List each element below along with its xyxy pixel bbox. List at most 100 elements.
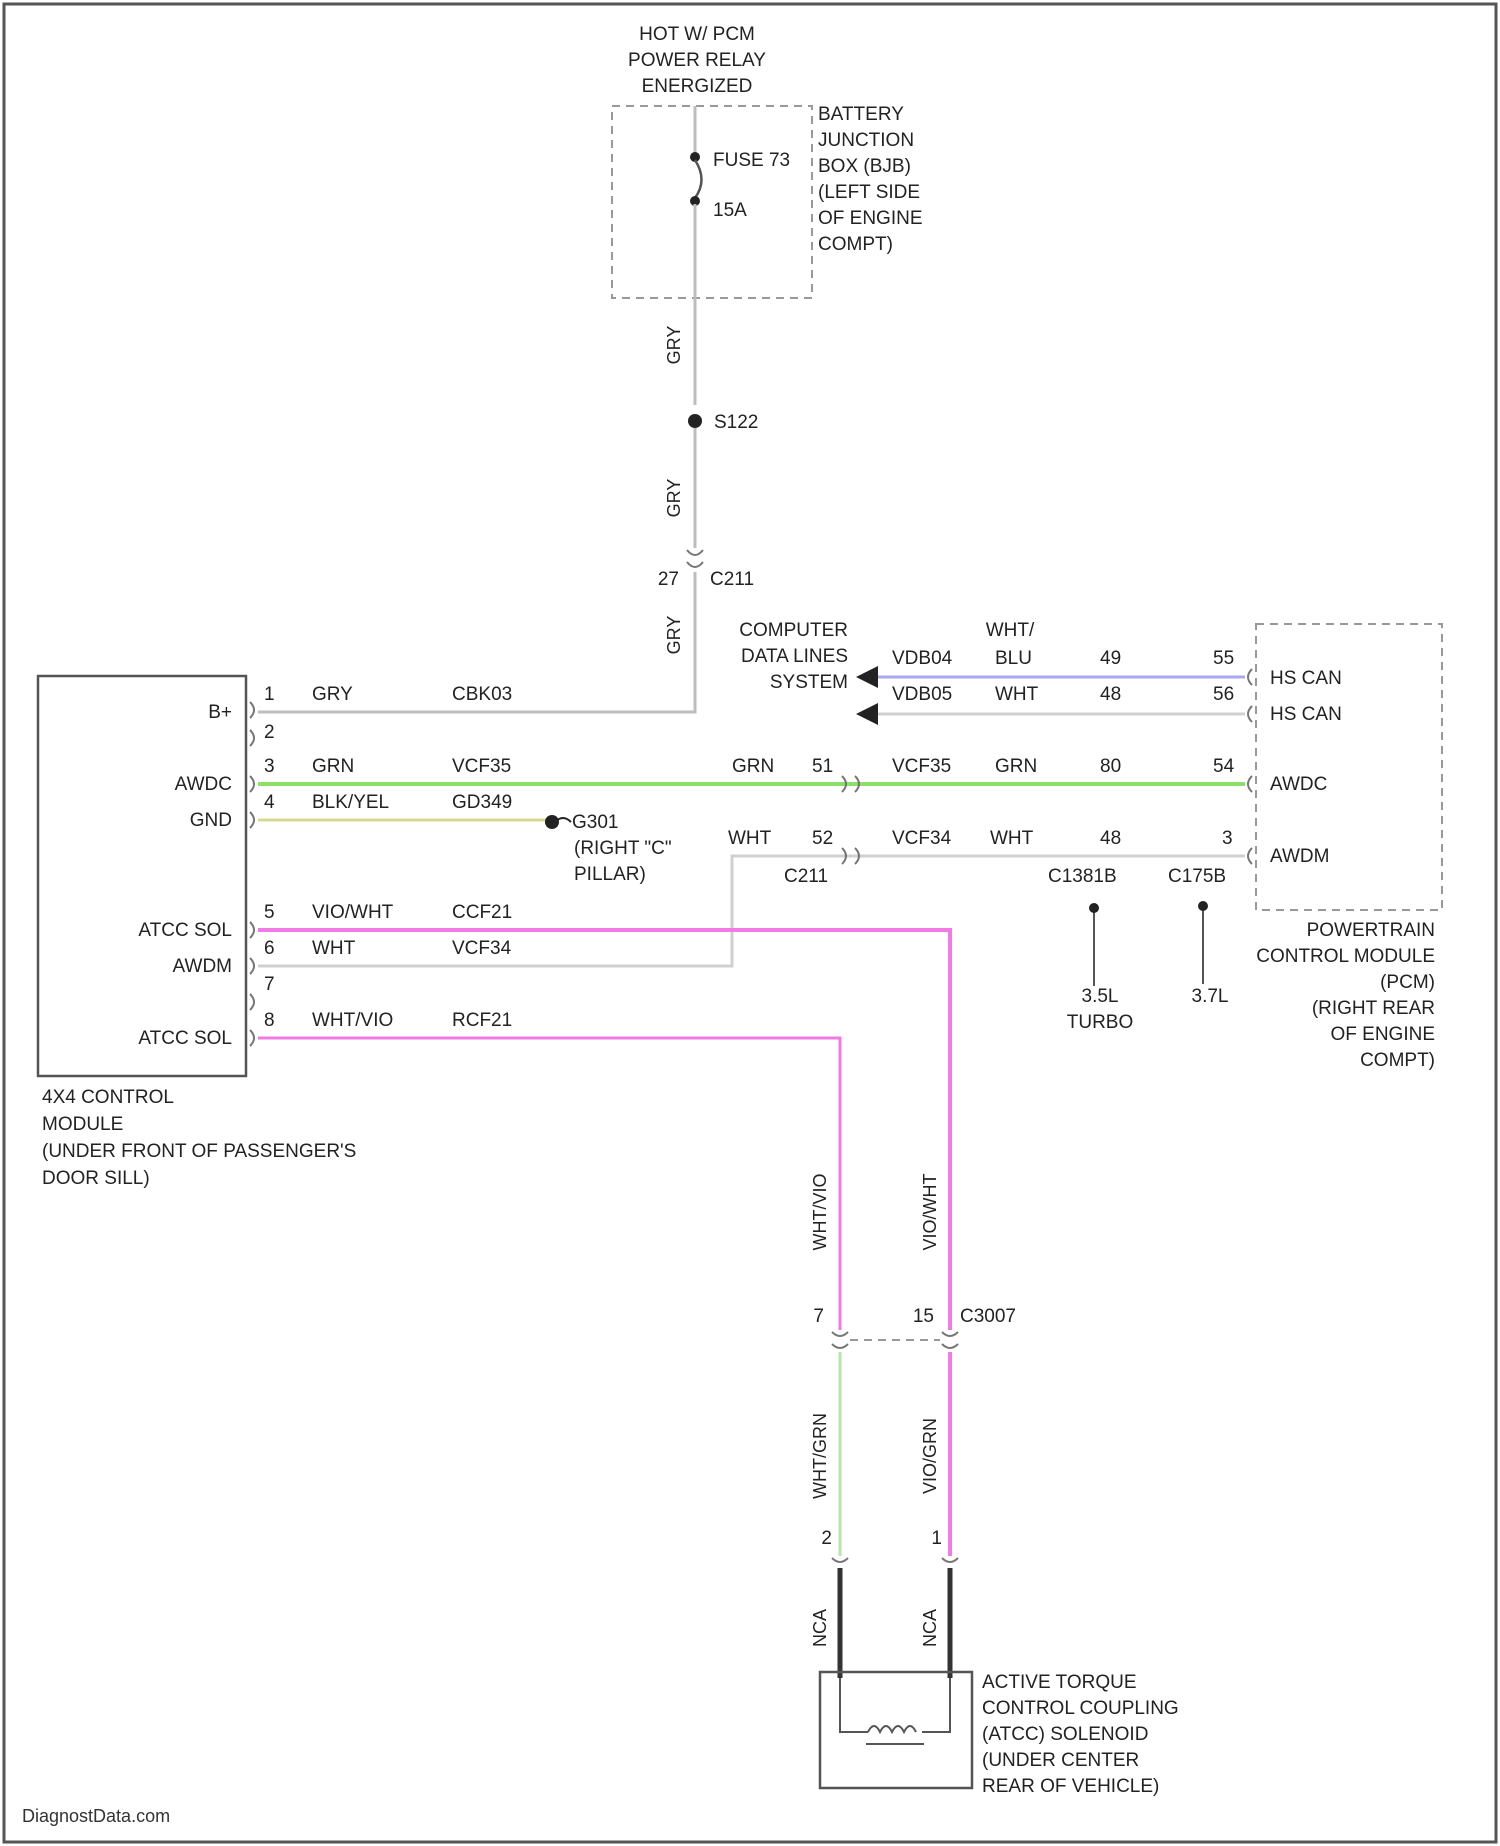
bjb-line-6: COMPT) xyxy=(818,234,893,255)
module-caption-line-2: MODULE xyxy=(42,1114,123,1135)
c211-top-name: C211 xyxy=(710,569,754,590)
data-lines-line-3: SYSTEM xyxy=(770,672,848,693)
atcc-right-terminal-icon xyxy=(942,1558,958,1562)
module-pin-6-color: WHT xyxy=(312,938,356,959)
wire-nca-left-label: NCA xyxy=(810,1609,830,1647)
module-pin-5-label: ATCC SOL xyxy=(138,920,232,941)
data-line-can-plus-arrow-icon xyxy=(856,666,878,688)
wire-color-vio-wht-vertical: VIO/WHT xyxy=(920,1174,940,1251)
power-source-line-3: ENERGIZED xyxy=(642,76,753,97)
c1381b-callout-dot xyxy=(1089,903,1099,913)
watermark: DiagnostData.com xyxy=(22,1806,170,1826)
ground-g301-line-1: (RIGHT "C" xyxy=(574,838,672,859)
atcc-left-terminal-icon xyxy=(832,1558,848,1562)
awdc-left-color: GRN xyxy=(732,756,774,777)
data-lines-line-1: COMPUTER xyxy=(739,620,848,641)
module-caption-line-4: DOOR SILL) xyxy=(42,1168,150,1189)
module-pin-4-circuit: GD349 xyxy=(452,792,512,813)
module-pin-3-label: AWDC xyxy=(175,774,232,795)
module-pin-8-color: WHT/VIO xyxy=(312,1010,393,1031)
data-lines-line-2: DATA LINES xyxy=(741,646,848,667)
module-pin-8-num: 8 xyxy=(264,1010,275,1031)
wire-color-wht-vio-vertical: WHT/VIO xyxy=(810,1174,830,1251)
pcm-caption-line-5: OF ENGINE xyxy=(1330,1024,1435,1045)
atcc-pin-left: 2 xyxy=(821,1528,832,1549)
awdc-circuit: VCF35 xyxy=(892,756,951,777)
module-pin-4-color: BLK/YEL xyxy=(312,792,389,813)
bjb-box xyxy=(612,106,812,298)
can-plus-color: BLU xyxy=(995,648,1032,669)
module-pin-6-num: 6 xyxy=(264,938,275,959)
c211-top-connector-icon xyxy=(687,550,703,567)
can-plus-pin-c1381b: 49 xyxy=(1100,648,1121,669)
awdm-pin-c1381b: 48 xyxy=(1100,828,1121,849)
c211-awdc-pin: 51 xyxy=(812,756,833,777)
bjb-line-1: BATTERY xyxy=(818,104,904,125)
pcm-caption-line-4: (RIGHT REAR xyxy=(1312,998,1435,1019)
module-pin-6-circuit: VCF34 xyxy=(452,938,512,959)
atcc-pin-right: 1 xyxy=(931,1528,942,1549)
module-pin-8-circuit: RCF21 xyxy=(452,1010,512,1031)
wire-color-wht-grn-vertical: WHT/GRN xyxy=(810,1413,830,1499)
fuse-icon xyxy=(695,160,702,198)
module-pin-8-label: ATCC SOL xyxy=(138,1028,232,1049)
wire-color-gry-3: GRY xyxy=(664,616,684,655)
atcc-caption-line-4: (UNDER CENTER xyxy=(982,1750,1139,1771)
connector-c175b-label: C175B xyxy=(1168,866,1226,887)
bjb-line-4: (LEFT SIDE xyxy=(818,182,920,203)
module-pin-1-color: GRY xyxy=(312,684,353,705)
bjb-line-5: OF ENGINE xyxy=(818,208,923,229)
atcc-coil-lead-left xyxy=(840,1678,868,1732)
awdc-pin-c1381b: 80 xyxy=(1100,756,1121,777)
module-pin-4-label: GND xyxy=(190,810,232,831)
atcc-caption-line-5: REAR OF VEHICLE) xyxy=(982,1776,1159,1797)
wire-pin5-vio-wht xyxy=(258,930,950,1330)
can-plus-color-top: WHT/ xyxy=(986,620,1035,641)
ground-g301-dot xyxy=(545,815,559,829)
splice-s122-dot xyxy=(688,414,702,428)
connector-c1381b-label: C1381B xyxy=(1048,866,1117,887)
module-pin-3-num: 3 xyxy=(264,756,275,777)
c1381b-note-line-1: 3.5L xyxy=(1082,986,1119,1007)
pcm-awdc-label: AWDC xyxy=(1270,774,1327,795)
wire-color-gry-1: GRY xyxy=(664,326,684,365)
can-minus-pin-c1381b: 48 xyxy=(1100,684,1121,705)
wire-color-gry-2: GRY xyxy=(664,479,684,518)
c1381b-note-line-2: TURBO xyxy=(1067,1012,1134,1033)
module-pin-terminals xyxy=(250,702,254,1046)
module-pin-5-circuit: CCF21 xyxy=(452,902,512,923)
solenoid-coil-icon xyxy=(868,1726,916,1732)
fuse-rating: 15A xyxy=(713,200,747,221)
c3007-pin-right: 15 xyxy=(913,1306,934,1327)
module-pin-5-color: VIO/WHT xyxy=(312,902,394,923)
pcm-box xyxy=(1256,624,1442,910)
pcm-pin-terminals xyxy=(1248,669,1252,864)
module-pin-3-circuit: VCF35 xyxy=(452,756,511,777)
c211-mid-name: C211 xyxy=(784,866,828,887)
pcm-caption-line-3: (PCM) xyxy=(1380,972,1435,993)
can-minus-circuit: VDB05 xyxy=(892,684,952,705)
bjb-line-3: BOX (BJB) xyxy=(818,156,911,177)
atcc-coil-lead-right xyxy=(922,1678,950,1732)
ground-g301-name: G301 xyxy=(572,812,618,833)
splice-s122-label: S122 xyxy=(714,412,758,433)
can-minus-pin-c175b: 56 xyxy=(1213,684,1234,705)
c3007-name: C3007 xyxy=(960,1306,1016,1327)
can-plus-circuit: VDB04 xyxy=(892,648,953,669)
fuse-label: FUSE 73 xyxy=(713,150,790,171)
module-pin-6-label: AWDM xyxy=(173,956,232,977)
module-caption-line-3: (UNDER FRONT OF PASSENGER'S xyxy=(42,1141,356,1162)
awdc-pin-c175b: 54 xyxy=(1213,756,1235,777)
module-caption-line-1: 4X4 CONTROL xyxy=(42,1087,174,1108)
atcc-caption-line-1: ACTIVE TORQUE xyxy=(982,1672,1137,1693)
pcm-caption-line-6: COMPT) xyxy=(1360,1050,1435,1071)
awdm-left-color: WHT xyxy=(728,828,772,849)
c175b-callout-dot xyxy=(1198,901,1208,911)
ground-g301-line-2: PILLAR) xyxy=(574,864,646,885)
4x4-control-module-box xyxy=(38,676,246,1076)
power-source-line-1: HOT W/ PCM xyxy=(639,24,755,45)
wire-pin8-wht-vio xyxy=(258,1038,840,1330)
pcm-hs-can-plus-label: HS CAN xyxy=(1270,668,1342,689)
